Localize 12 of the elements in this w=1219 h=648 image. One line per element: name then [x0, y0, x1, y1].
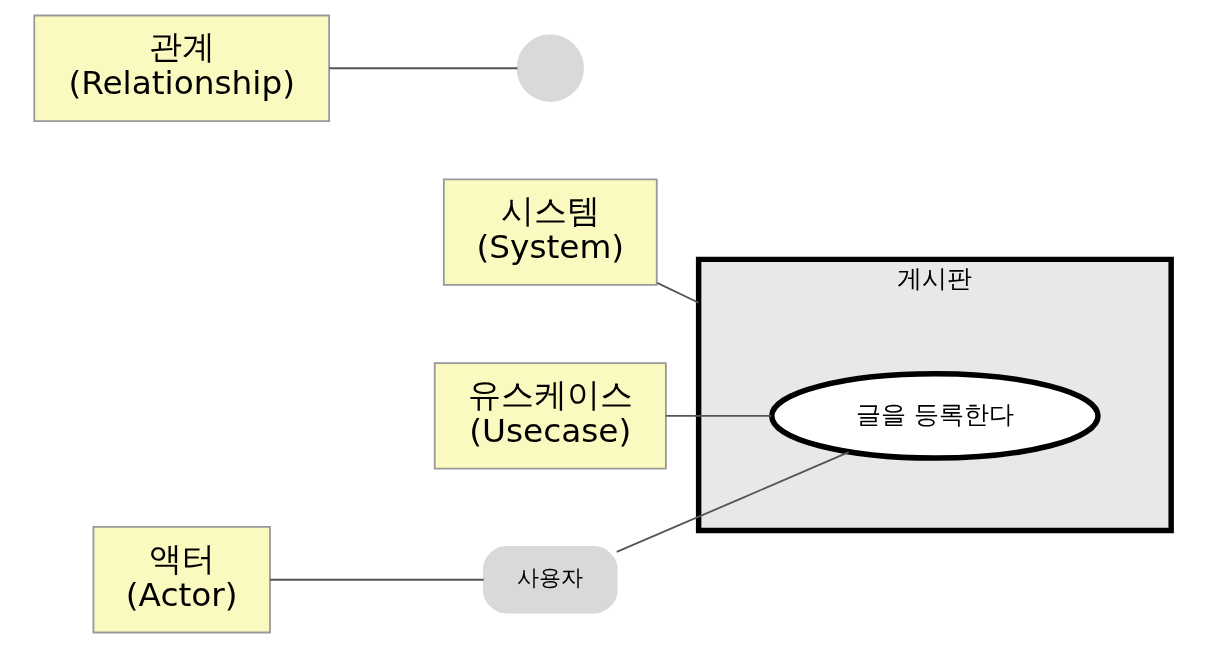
connector	[615, 451, 850, 553]
node-box: 시스템 (System)	[442, 178, 658, 286]
node-circle	[516, 34, 584, 102]
connector	[664, 415, 772, 417]
connector	[655, 281, 700, 304]
node-box: 액터 (Actor)	[92, 526, 271, 634]
node-box: 관계 (Relationship)	[32, 14, 330, 122]
node-box: 유스케이스 (Usecase)	[433, 362, 667, 470]
connector	[268, 578, 485, 581]
connector	[327, 67, 518, 70]
node-box: 사용자	[482, 546, 618, 614]
node-ellipse: 글을 등록한다	[768, 371, 1101, 461]
